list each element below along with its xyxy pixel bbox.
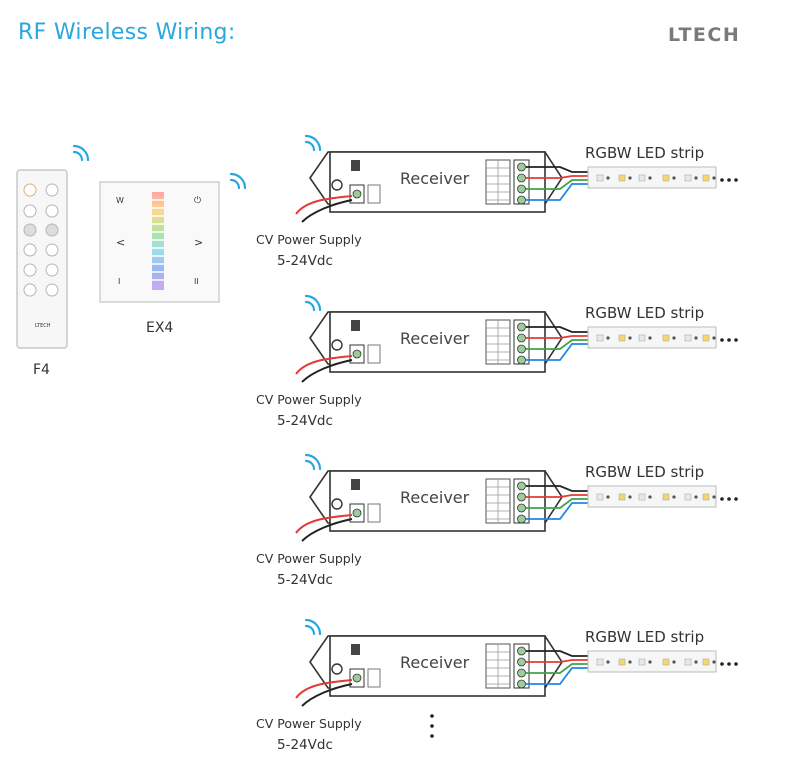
power-supply-label: CV Power Supply bbox=[256, 232, 362, 247]
f4-remote: LTECH bbox=[16, 169, 68, 349]
page-title: RF Wireless Wiring: bbox=[18, 20, 236, 45]
receiver-label: Receiver bbox=[400, 488, 470, 507]
receiver-box: Receiver bbox=[309, 470, 563, 532]
remote-brand-text: LTECH bbox=[35, 323, 51, 329]
power-supply-label: CV Power Supply bbox=[256, 716, 362, 731]
output-wires bbox=[526, 326, 590, 361]
voltage-label: 5-24Vdc bbox=[277, 253, 333, 269]
wifi-icon bbox=[304, 134, 322, 152]
voltage-label: 5-24Vdc bbox=[277, 572, 333, 588]
continuation-dots bbox=[720, 497, 738, 501]
panel-pause-icon: II bbox=[194, 277, 199, 286]
strip-label: RGBW LED strip bbox=[585, 628, 704, 646]
panel-w-label: W bbox=[116, 196, 124, 205]
panel-play-icon: I bbox=[118, 277, 120, 286]
remote-buttons bbox=[23, 183, 59, 297]
wifi-icon bbox=[72, 144, 90, 162]
continuation-dots bbox=[720, 662, 738, 666]
receiver-row: Receiver RGBW LED strip CV Power Supply 5-2… bbox=[256, 618, 738, 753]
receiver-box: Receiver bbox=[309, 151, 563, 213]
receiver-box: Receiver bbox=[309, 635, 563, 697]
power-wires bbox=[295, 514, 353, 542]
receiver-row: Receiver RGBW LED strip CV Power Supply 5-2… bbox=[256, 453, 738, 588]
power-wires bbox=[295, 355, 353, 383]
led-strip bbox=[587, 326, 717, 349]
continuation-dots bbox=[720, 178, 738, 182]
power-supply-label: CV Power Supply bbox=[256, 392, 362, 407]
receiver-row: Receiver RGBW LED strip CV Power Supply 5-2… bbox=[256, 294, 738, 429]
wifi-icon bbox=[304, 453, 322, 471]
receiver-label: Receiver bbox=[400, 653, 470, 672]
f4-label: F4 bbox=[33, 362, 50, 378]
brand-logo: LTECH bbox=[668, 24, 741, 46]
power-wires bbox=[295, 195, 353, 223]
power-wires bbox=[295, 679, 353, 707]
voltage-label: 5-24Vdc bbox=[277, 413, 333, 429]
wifi-icon bbox=[229, 172, 247, 190]
output-wires bbox=[526, 166, 590, 201]
strip-label: RGBW LED strip bbox=[585, 144, 704, 162]
wifi-icon bbox=[304, 294, 322, 312]
strip-label: RGBW LED strip bbox=[585, 463, 704, 481]
receiver-label: Receiver bbox=[400, 329, 470, 348]
wifi-icon bbox=[304, 618, 322, 636]
led-strip bbox=[587, 166, 717, 189]
strip-label: RGBW LED strip bbox=[585, 304, 704, 322]
output-wires bbox=[526, 650, 590, 685]
ex4-label: EX4 bbox=[146, 320, 173, 336]
ex4-panel: W ⏻ < > I II bbox=[99, 181, 220, 303]
receiver-label: Receiver bbox=[400, 169, 470, 188]
receiver-row: Receiver RGBW LED strip CV Power Supply 5-2… bbox=[256, 134, 738, 269]
panel-left-icon: < bbox=[116, 236, 125, 249]
panel-right-icon: > bbox=[194, 236, 203, 249]
output-wires bbox=[526, 485, 590, 520]
receiver-box: Receiver bbox=[309, 311, 563, 373]
more-rows-dots bbox=[430, 714, 434, 738]
power-supply-label: CV Power Supply bbox=[256, 551, 362, 566]
led-strip bbox=[587, 485, 717, 508]
continuation-dots bbox=[720, 338, 738, 342]
led-strip bbox=[587, 650, 717, 673]
voltage-label: 5-24Vdc bbox=[277, 737, 333, 753]
panel-power-icon: ⏻ bbox=[194, 195, 201, 206]
